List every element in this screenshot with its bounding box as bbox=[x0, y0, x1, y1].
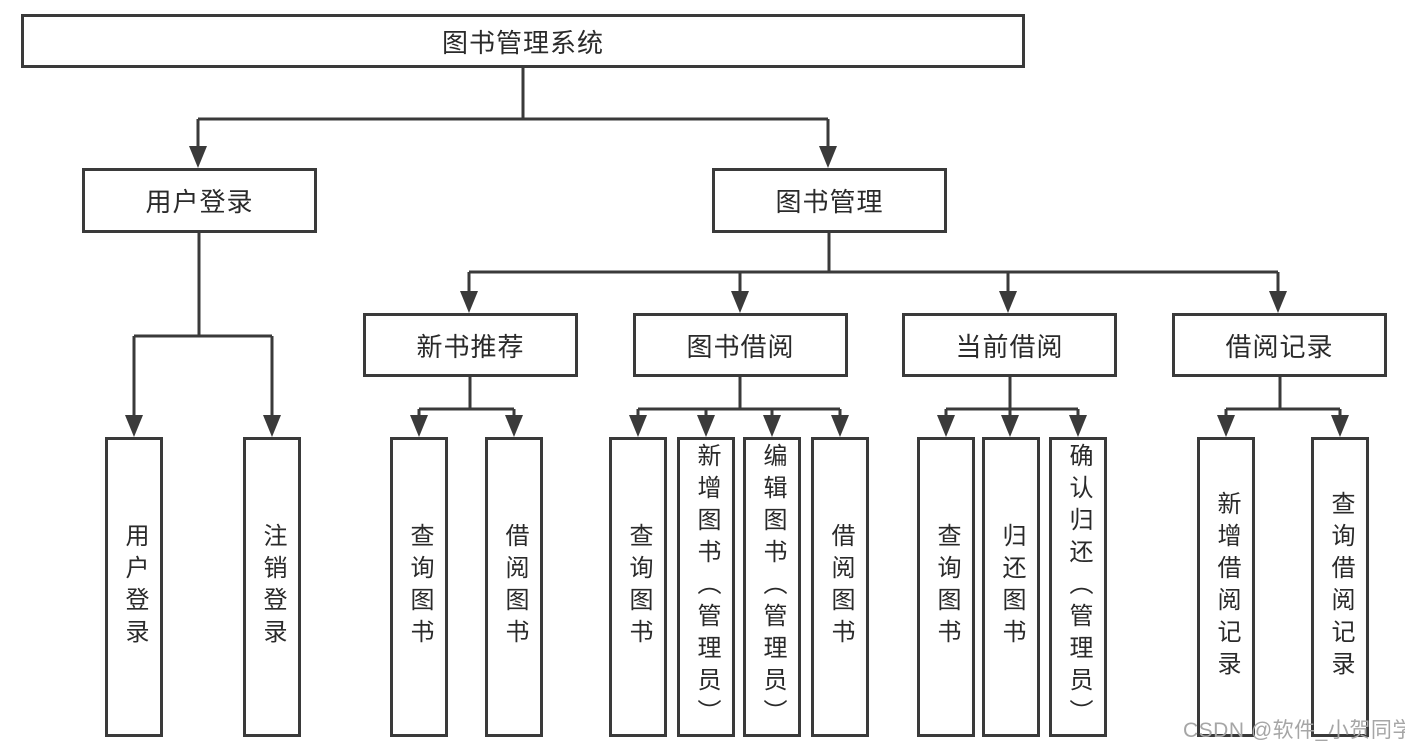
leaf-edit-books-admin: 编辑图书（管理员） bbox=[743, 437, 801, 737]
arrowhead bbox=[263, 415, 281, 437]
arrowhead bbox=[697, 415, 715, 437]
node-book-management: 图书管理 bbox=[712, 168, 947, 233]
arrowhead bbox=[763, 415, 781, 437]
leaf-user-login: 用户登录 bbox=[105, 437, 163, 737]
arrowhead bbox=[831, 415, 849, 437]
arrowhead bbox=[125, 415, 143, 437]
leaf-return-books: 归还图书 bbox=[982, 437, 1040, 737]
branch-root bbox=[196, 68, 830, 148]
node-library-system: 图书管理系统 bbox=[21, 14, 1025, 68]
arrowhead bbox=[505, 415, 523, 437]
arrowhead bbox=[410, 415, 428, 437]
leaf-query-books: 查询图书 bbox=[917, 437, 975, 737]
arrowhead bbox=[731, 291, 749, 313]
leaf-confirm-return-admin: 确认归还（管理员） bbox=[1049, 437, 1107, 737]
leaf-logout: 注销登录 bbox=[243, 437, 301, 737]
arrowhead bbox=[1217, 415, 1235, 437]
arrowhead bbox=[629, 415, 647, 437]
arrowhead bbox=[189, 146, 207, 168]
arrowhead bbox=[1001, 415, 1019, 437]
arrowhead bbox=[460, 291, 478, 313]
leaf-add-borrow-record: 新增借阅记录 bbox=[1197, 437, 1255, 737]
arrowhead bbox=[819, 146, 837, 168]
node-borrow-records: 借阅记录 bbox=[1172, 313, 1387, 377]
leaf-borrow-books: 借阅图书 bbox=[811, 437, 869, 737]
branch-book-management bbox=[467, 233, 1280, 293]
csdn-watermark: CSDN @软件_小贺同学 bbox=[1183, 719, 1405, 742]
node-user-login: 用户登录 bbox=[82, 168, 317, 233]
arrowhead bbox=[999, 291, 1017, 313]
node-book-borrow: 图书借阅 bbox=[633, 313, 848, 377]
arrowhead bbox=[937, 415, 955, 437]
leaf-query-books: 查询图书 bbox=[609, 437, 667, 737]
branch-book-borrow bbox=[636, 377, 842, 417]
node-current-borrow: 当前借阅 bbox=[902, 313, 1117, 377]
branch-new-book-recommend bbox=[417, 377, 516, 417]
arrowhead bbox=[1269, 291, 1287, 313]
leaf-query-books: 查询图书 bbox=[390, 437, 448, 737]
arrowhead bbox=[1069, 415, 1087, 437]
branch-user-login bbox=[132, 233, 274, 417]
leaf-add-books-admin: 新增图书（管理员） bbox=[677, 437, 735, 737]
branch-current-borrow bbox=[944, 377, 1080, 417]
leaf-borrow-books: 借阅图书 bbox=[485, 437, 543, 737]
branch-borrow-records bbox=[1224, 377, 1342, 417]
leaf-query-borrow-record: 查询借阅记录 bbox=[1311, 437, 1369, 737]
arrowhead bbox=[1331, 415, 1349, 437]
node-new-book-recommend: 新书推荐 bbox=[363, 313, 578, 377]
